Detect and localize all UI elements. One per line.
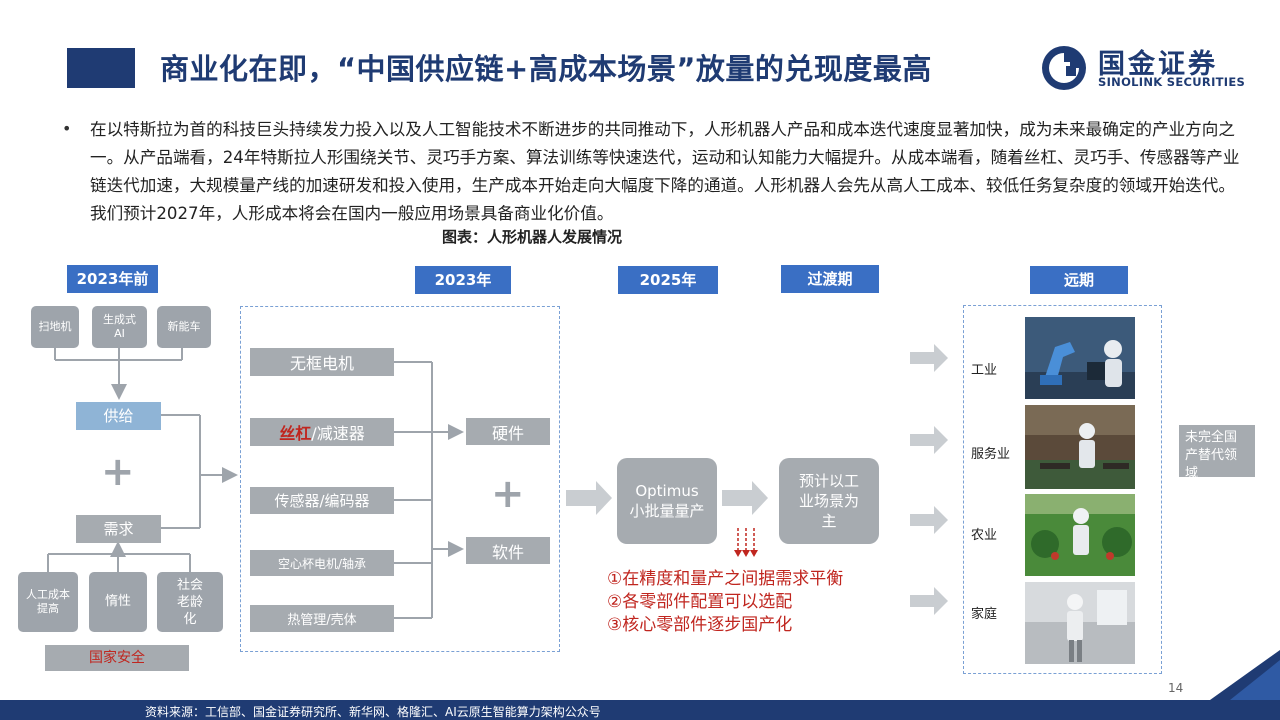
logo-english-text: SINOLINK SECURITIES xyxy=(1098,75,1246,89)
scene-agriculture-label: 农业 xyxy=(971,528,998,543)
plus-icon-2023: + xyxy=(491,471,525,517)
footer-corner-accent xyxy=(1210,650,1280,700)
scene-service-label: 服务业 xyxy=(971,447,1011,462)
industrial-scenario-box: 预计以工业场景为主 xyxy=(779,458,879,544)
supply-box: 供给 xyxy=(76,402,161,430)
component-frameless-motor: 无框电机 xyxy=(250,348,394,376)
component-screw-reducer: 丝杠/减速器 xyxy=(250,418,394,446)
item-labor-cost-rise: 人工成本提高 xyxy=(18,572,78,632)
period-long-term: 远期 xyxy=(1030,266,1128,294)
note-localization: ③核心零部件逐步国产化 xyxy=(607,615,793,635)
item-inertia: 惰性 xyxy=(89,572,147,632)
screw-label: 丝杠 xyxy=(279,424,312,443)
scene-home-label: 家庭 xyxy=(971,607,998,622)
source-note: 资料来源：工信部、国金证券研究所、新华网、格隆汇、AI云原生智能算力架构公众号 xyxy=(145,705,601,719)
service-robot-image xyxy=(1025,405,1135,489)
component-group-frame xyxy=(240,306,560,652)
period-2025: 2025年 xyxy=(618,266,718,294)
industry-robot-image xyxy=(1025,317,1135,399)
plus-icon: + xyxy=(101,449,135,495)
home-robot-image xyxy=(1025,582,1135,664)
sinolink-logo-icon xyxy=(1042,46,1086,90)
component-coreless-motor-bearing: 空心杯电机/轴承 xyxy=(250,550,394,576)
item-new-energy-vehicle: 新能车 xyxy=(157,306,211,348)
item-robot-vacuum: 扫地机 xyxy=(31,306,79,348)
item-aging-society: 社会老龄化 xyxy=(157,572,223,632)
item-generative-ai: 生成式AI xyxy=(92,306,147,348)
bullet-icon: • xyxy=(62,119,72,138)
hardware-box: 硬件 xyxy=(466,418,550,445)
non-localized-area-box: 未完全国产替代领域 xyxy=(1179,425,1255,481)
page-title: 商业化在即，“中国供应链+高成本场景”放量的兑现度最高 xyxy=(160,52,932,86)
period-pre-2023: 2023年前 xyxy=(67,265,158,293)
figure-caption: 图表：人形机器人发展情况 xyxy=(442,228,623,246)
period-transition: 过渡期 xyxy=(781,265,879,293)
software-box: 软件 xyxy=(466,537,550,564)
agriculture-robot-image xyxy=(1025,494,1135,576)
reducer-label: /减速器 xyxy=(311,424,365,443)
scenario-group-frame xyxy=(963,305,1162,674)
period-2023: 2023年 xyxy=(415,266,511,294)
component-sensor-encoder: 传感器/编码器 xyxy=(250,487,394,514)
optimus-small-batch-box: Optimus 小批量量产 xyxy=(617,458,717,544)
page-number: 14 xyxy=(1168,681,1184,695)
component-thermal-housing: 热管理/壳体 xyxy=(250,605,394,632)
logo-chinese-text: 国金证券 xyxy=(1098,49,1218,80)
scene-industry-label: 工业 xyxy=(971,363,998,378)
note-precision-balance: ①在精度和量产之间据需求平衡 xyxy=(607,569,844,589)
national-security-box: 国家安全 xyxy=(45,645,189,671)
footer-bar xyxy=(0,700,1280,720)
demand-box: 需求 xyxy=(76,515,161,543)
note-optional-configuration: ②各零部件配置可以选配 xyxy=(607,592,793,612)
summary-paragraph: 在以特斯拉为首的科技巨头持续发力投入以及人工智能技术不断进步的共同推动下，人形机… xyxy=(90,120,1240,223)
header-accent-bar xyxy=(67,48,135,88)
